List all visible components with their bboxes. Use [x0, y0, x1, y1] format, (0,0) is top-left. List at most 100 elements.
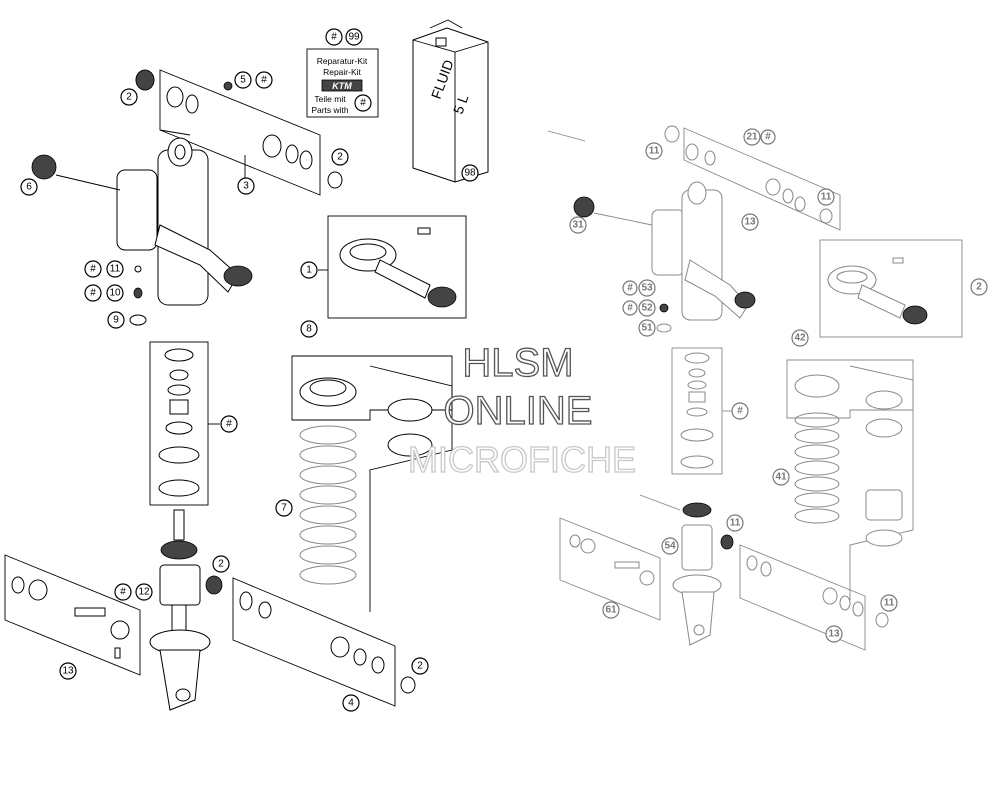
seal [688, 368, 706, 378]
set-screw [892, 257, 904, 264]
callout-11-right: 11 [817, 188, 835, 206]
bushing [580, 538, 596, 554]
svg-text:54: 54 [664, 541, 676, 552]
adjuster-rod [857, 284, 906, 319]
ktm-logo-text: KTM [332, 81, 352, 91]
callout-seal-kit-hash: # [220, 415, 238, 433]
svg-text:#: # [765, 132, 771, 143]
valve-52 [659, 303, 669, 313]
retainer-ring [387, 433, 433, 457]
bolt [639, 494, 681, 511]
callout-2-right-detail: 2 [970, 278, 988, 296]
bushing-2 [205, 575, 223, 595]
callout-13: 13 [59, 662, 77, 680]
seal [158, 479, 200, 497]
svg-text:#: # [331, 32, 337, 43]
svg-text:2: 2 [337, 152, 343, 163]
svg-text:2: 2 [126, 92, 132, 103]
cap [819, 208, 833, 224]
bushing [765, 178, 781, 196]
seal [158, 446, 200, 464]
repair-kit-line1: Reparatur-Kit [317, 56, 368, 66]
bushing-sleeve [688, 391, 706, 403]
svg-text:6: 6 [26, 182, 32, 193]
leader-line [159, 129, 191, 136]
watermark: MICROFICHE HLSM ONLINE [407, 340, 636, 480]
washer [746, 555, 758, 571]
spring-seat [794, 374, 840, 398]
adjuster-arm [154, 224, 239, 293]
svg-text:11: 11 [884, 598, 895, 609]
svg-text:3: 3 [243, 181, 249, 192]
ring [782, 188, 794, 204]
ring [760, 561, 772, 577]
bushing-kit-panel-top [159, 69, 321, 196]
top-eye [687, 181, 707, 205]
svg-text:51: 51 [641, 323, 653, 334]
svg-text:52: 52 [641, 303, 653, 314]
svg-text:2: 2 [417, 661, 423, 672]
svg-text:12: 12 [138, 587, 150, 598]
svg-text:#: # [627, 303, 633, 314]
repair-kit-line4: Parts with [311, 105, 349, 115]
seal [684, 352, 710, 364]
svg-text:13: 13 [62, 666, 74, 677]
svg-text:10: 10 [109, 288, 121, 299]
callout-2-lower: 2 [212, 555, 230, 573]
svg-text:11: 11 [821, 192, 832, 203]
callout-13-bottom: 13 [825, 625, 843, 643]
spring-seat-panel-8 [291, 355, 453, 421]
seal [680, 455, 714, 469]
bushing-kit-panel-4 [232, 577, 396, 707]
screw-5 [223, 81, 233, 91]
svg-text:8: 8 [306, 324, 312, 335]
callout-11-top: 11 [645, 142, 663, 160]
seal [167, 384, 191, 396]
right-shock-assembly [547, 125, 889, 651]
valve-10 [133, 287, 143, 299]
spring-seat [159, 564, 201, 606]
shock-body [681, 189, 723, 321]
svg-text:99: 99 [348, 32, 360, 43]
fluid-can: FLUID 5 L 98 [412, 19, 489, 183]
adjuster-knob [902, 305, 928, 325]
can-spout [435, 37, 447, 47]
adjuster-knob [734, 291, 756, 309]
leader-line [55, 174, 121, 191]
bushing-kit-panel-61 [559, 517, 661, 621]
reservoir [116, 169, 158, 251]
callout-53-hash: # [622, 280, 638, 296]
svg-text:#: # [261, 75, 267, 86]
preload-nut [160, 540, 198, 560]
left-shock-assembly [4, 69, 416, 711]
callout-8: 8 [300, 320, 318, 338]
adjuster-collar-inner [836, 270, 868, 284]
adjuster-detail-panel [327, 215, 467, 319]
clevis [681, 591, 715, 646]
callout-54: 54 [661, 537, 679, 555]
svg-text:1: 1 [306, 265, 312, 276]
repair-kit-line3: Teile mit [314, 94, 346, 104]
reservoir-cap [573, 196, 595, 218]
bushing-11 [720, 534, 734, 550]
seal [169, 369, 189, 381]
callout-11: 11 [106, 260, 124, 278]
svg-text:#: # [627, 283, 633, 294]
svg-text:11: 11 [110, 264, 121, 275]
adjuster-collar-inner [349, 243, 387, 261]
reservoir-cap [31, 154, 57, 180]
svg-text:13: 13 [828, 629, 840, 640]
spring-retainer-bracket [849, 365, 914, 600]
callout-11-hash: # [84, 260, 102, 278]
preload-nut [682, 502, 712, 518]
bushing-ring [285, 144, 299, 164]
right-adjuster-panel [819, 239, 963, 338]
callout-hash-99: # [325, 28, 343, 46]
callout-7: 7 [275, 499, 293, 517]
svg-text:2: 2 [976, 282, 982, 293]
callout-51: 51 [638, 319, 656, 337]
callout-2-right: 2 [331, 148, 349, 166]
right-spring-group [786, 359, 914, 600]
callout-21: 21 [743, 128, 761, 146]
svg-text:98: 98 [464, 168, 476, 179]
